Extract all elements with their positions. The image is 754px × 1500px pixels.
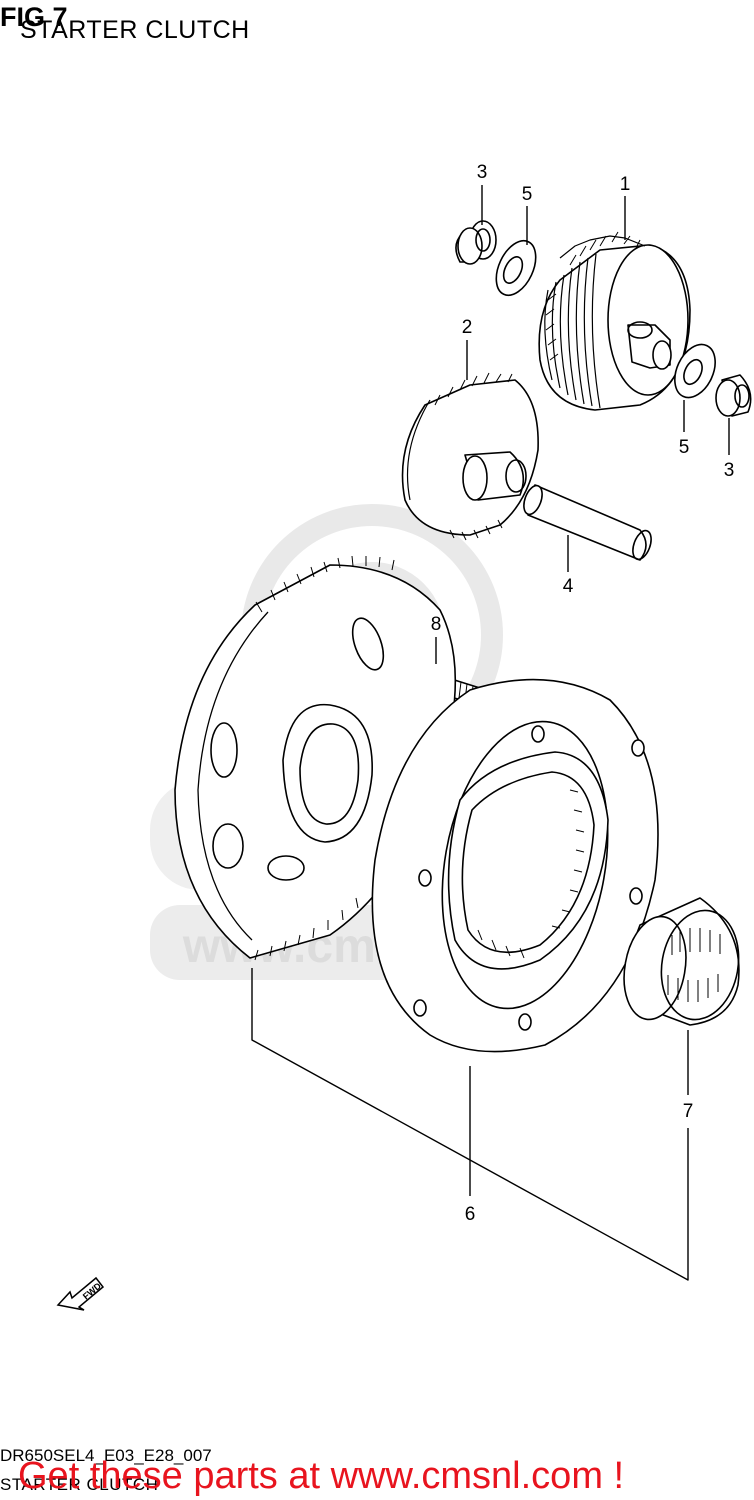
figure-number: FIG 7 [0,2,68,32]
part-2-idle-gear [401,372,539,541]
callout-7: 7 [683,1101,694,1122]
callout-3-lower: 3 [724,460,735,481]
callout-4: 4 [563,576,574,597]
part-4-shaft [523,484,652,561]
callout-1: 1 [620,174,631,195]
part-5-washer-upper [495,239,537,297]
callout-5-lower: 5 [679,437,690,458]
callout-2: 2 [462,317,473,338]
part-1-starter-idler-gear [538,231,691,411]
figure-title: STARTER CLUTCH [20,16,250,44]
part-3-bushing-lower [715,374,752,417]
part-6-clutch-body [371,678,659,1053]
callout-8: 8 [431,614,442,635]
callout-3-upper: 3 [477,162,488,183]
callout-6: 6 [465,1204,476,1225]
part-3-bushing-upper [455,220,497,265]
footer-title: STARTER CLUTCH [0,1475,159,1494]
leader-lines [251,185,730,1281]
part-5-washer-lower [674,343,716,399]
fwd-arrow-icon [56,1276,105,1311]
part-7-one-way-clutch [623,897,740,1026]
diagram-code: DR650SEL4_E03_E28_007 [0,1446,212,1465]
promo-link[interactable]: Get these parts at www.cmsnl.com ! [18,1455,625,1497]
callout-5-upper: 5 [522,184,533,205]
